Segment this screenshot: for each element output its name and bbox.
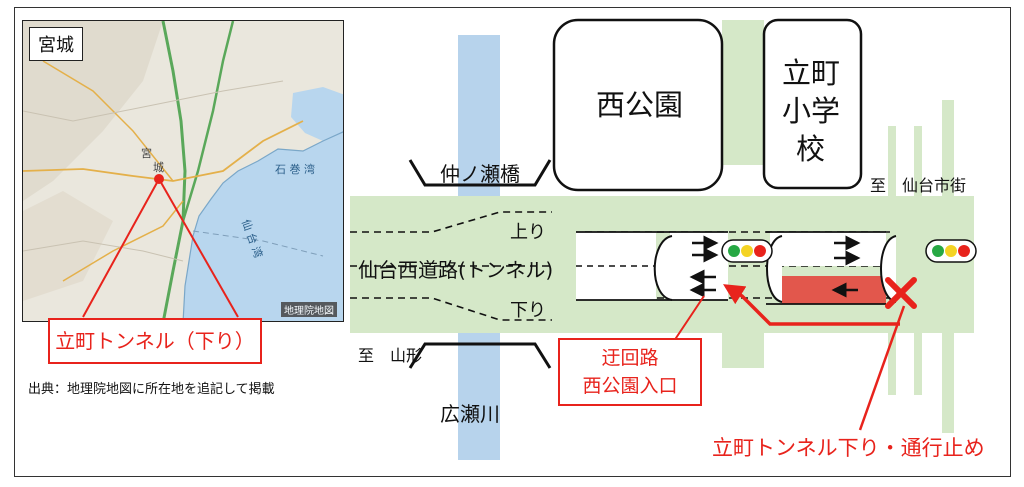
detour-callout-box: 迂回路 西公園入口: [558, 338, 702, 406]
detour-arrow: [723, 284, 900, 326]
school-block: [762, 18, 863, 190]
road-name-label: 仙台西道路(トンネル): [358, 258, 554, 282]
down-lane-label: 下り: [510, 300, 546, 321]
map-label-ishinomaki-bay: 石 巻 湾: [275, 163, 315, 176]
detour-label-line2: 西公園入口: [582, 375, 678, 397]
closure-label: 立町トンネル下り・通行止め: [712, 436, 985, 460]
river-label: 広瀬川: [440, 402, 500, 426]
school-label-line1: 立町: [782, 56, 841, 90]
side-road-north: [722, 20, 764, 165]
bridge-top: [408, 159, 552, 187]
school-label-line3: 校: [796, 132, 826, 166]
bridge-bottom: [408, 342, 552, 369]
closure-x-icon: [885, 277, 917, 309]
locator-map: 宮城 宮 城 石 巻 湾 仙 台 湾 地理院地図: [22, 20, 344, 322]
traffic-light-west: [721, 239, 773, 263]
tunnel-portal-west-a: [653, 235, 673, 301]
tunnel-callout-box: 立町トンネル（下り）: [48, 318, 262, 364]
bridge-label: 仲ノ瀬橋: [440, 162, 520, 186]
to-sendai-label: 至 仙台市街: [870, 176, 967, 195]
map-credit-tag: 地理院地図: [281, 302, 337, 317]
traffic-light-east: [925, 239, 977, 263]
map-label-shiro: 城: [153, 161, 164, 174]
map-label-miya: 宮: [141, 147, 152, 160]
locator-map-graphic: [23, 21, 343, 321]
school-label-line2: 小学: [782, 94, 841, 128]
to-yamagata-label: 至 山形: [358, 346, 423, 365]
park-label: 西公園: [596, 88, 684, 122]
source-note: 出典：地理院地図に所在地を追記して掲載: [28, 382, 275, 397]
detour-label-line1: 迂回路: [601, 347, 659, 369]
inset-title: 宮城: [29, 27, 83, 61]
park-block: [552, 18, 724, 192]
up-lane-label: 上り: [510, 222, 546, 243]
